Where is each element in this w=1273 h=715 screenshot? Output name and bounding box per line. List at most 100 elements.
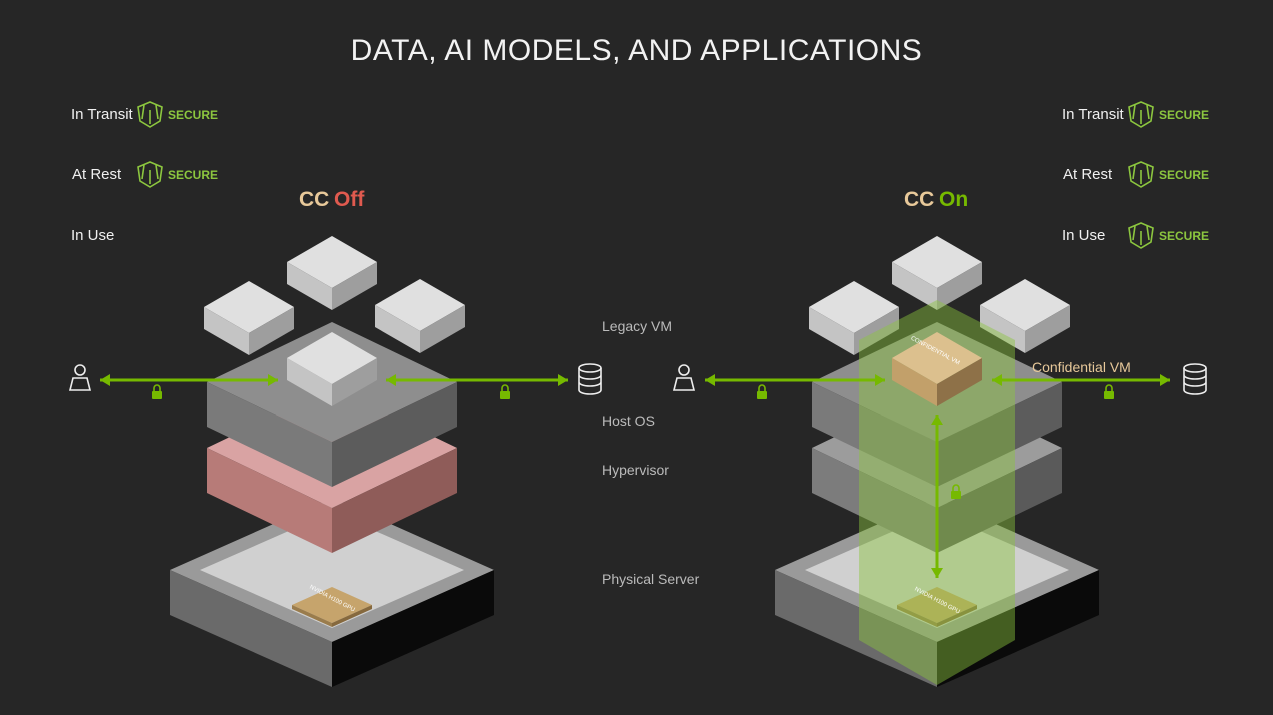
status-in-transit-label: In Transit bbox=[71, 106, 133, 123]
arrow-head bbox=[875, 374, 885, 386]
vm-cube bbox=[980, 279, 1070, 353]
box-face bbox=[292, 605, 332, 627]
cc-prefix: CC bbox=[904, 188, 935, 211]
legacy-vm-cube bbox=[287, 332, 377, 406]
user-head bbox=[74, 364, 86, 376]
shield-outline bbox=[1128, 101, 1154, 128]
box-face bbox=[249, 307, 294, 355]
box-face bbox=[892, 358, 937, 406]
arrow-head bbox=[1160, 374, 1170, 386]
shield-detail bbox=[1132, 164, 1150, 184]
db-top bbox=[578, 363, 602, 373]
box-face bbox=[332, 570, 494, 687]
box-face bbox=[332, 605, 372, 627]
db-body bbox=[578, 368, 602, 395]
box-face bbox=[207, 382, 332, 487]
database-icon bbox=[1183, 363, 1207, 395]
lock-body bbox=[152, 391, 162, 399]
lock-icon bbox=[500, 384, 510, 399]
status-in-transit-label: In Transit bbox=[1062, 106, 1124, 123]
box-face bbox=[937, 358, 982, 406]
box-face bbox=[332, 262, 377, 310]
shield-outline bbox=[1128, 222, 1154, 249]
shield-outline bbox=[137, 101, 163, 128]
status-at-rest-label: At Rest bbox=[72, 166, 122, 183]
lock-shackle bbox=[952, 484, 960, 491]
arrow-head bbox=[931, 568, 943, 578]
user-body bbox=[672, 377, 696, 391]
vm-cube bbox=[809, 281, 899, 355]
secure-badge: SECURE bbox=[1159, 168, 1210, 182]
box-face bbox=[854, 307, 899, 355]
lock-shackle bbox=[501, 384, 509, 391]
arrow-head bbox=[386, 374, 396, 386]
vm-cube bbox=[375, 279, 465, 353]
shield-detail bbox=[141, 104, 159, 124]
box-face bbox=[937, 605, 977, 627]
shield-icon bbox=[137, 161, 163, 188]
shield-outline bbox=[1128, 161, 1154, 188]
db-top bbox=[1183, 363, 1207, 373]
box-face bbox=[375, 305, 420, 353]
layer-physical-server: Physical Server bbox=[602, 571, 700, 587]
secure-badge: SECURE bbox=[168, 168, 219, 182]
layer-legacy-vm: Legacy VM bbox=[602, 318, 673, 334]
box-face bbox=[980, 305, 1025, 353]
box-face bbox=[420, 305, 465, 353]
gpu-chip bbox=[292, 587, 372, 627]
lock-body bbox=[951, 491, 961, 499]
box-face bbox=[812, 448, 937, 553]
shield-outline bbox=[137, 161, 163, 188]
box-face bbox=[204, 307, 249, 355]
cc-prefix: CC bbox=[299, 188, 330, 211]
status-in-use-label: In Use bbox=[71, 227, 115, 244]
box-face bbox=[1025, 305, 1070, 353]
box-face bbox=[332, 382, 457, 487]
shield-detail bbox=[141, 164, 159, 184]
lock-shackle bbox=[153, 384, 161, 391]
box-face bbox=[170, 570, 332, 687]
user-icon bbox=[672, 364, 696, 391]
gpu-chip bbox=[897, 587, 977, 627]
secure-badge: SECURE bbox=[1159, 108, 1210, 122]
lock-body bbox=[1104, 391, 1114, 399]
box-face bbox=[809, 307, 854, 355]
box-face bbox=[332, 358, 377, 406]
db-body bbox=[1183, 368, 1207, 395]
lock-icon bbox=[152, 384, 162, 399]
box-face bbox=[207, 448, 332, 553]
page-title: DATA, AI MODELS, AND APPLICATIONS bbox=[350, 34, 923, 67]
box-face bbox=[937, 382, 1062, 487]
box-face bbox=[892, 262, 937, 310]
status-in-use-label: In Use bbox=[1062, 227, 1106, 244]
lock-body bbox=[757, 391, 767, 399]
shield-icon bbox=[1128, 161, 1154, 188]
shield-detail bbox=[1132, 104, 1150, 124]
vm-cube bbox=[204, 281, 294, 355]
arrow-head bbox=[705, 374, 715, 386]
lock-icon bbox=[757, 384, 767, 399]
box-face bbox=[937, 262, 982, 310]
shield-icon bbox=[137, 101, 163, 128]
box-face bbox=[287, 358, 332, 406]
box-face bbox=[812, 382, 937, 487]
box-face bbox=[287, 262, 332, 310]
vm-cube bbox=[892, 236, 982, 310]
status-at-rest-label: At Rest bbox=[1063, 166, 1113, 183]
layer-host-os: Host OS bbox=[602, 413, 655, 429]
shield-detail bbox=[1132, 225, 1150, 245]
box-face bbox=[332, 448, 457, 553]
cc-state-on: On bbox=[939, 188, 969, 211]
vm-cube bbox=[287, 236, 377, 310]
user-body bbox=[68, 377, 92, 391]
box-face bbox=[937, 570, 1099, 687]
arrow-head bbox=[992, 374, 1002, 386]
secure-badge: SECURE bbox=[168, 108, 219, 122]
shield-icon bbox=[1128, 222, 1154, 249]
shield-icon bbox=[1128, 101, 1154, 128]
lock-icon bbox=[951, 484, 961, 499]
box-face bbox=[775, 570, 937, 687]
arrow-head bbox=[100, 374, 110, 386]
arrow-head bbox=[268, 374, 278, 386]
arrow-head bbox=[931, 415, 943, 425]
